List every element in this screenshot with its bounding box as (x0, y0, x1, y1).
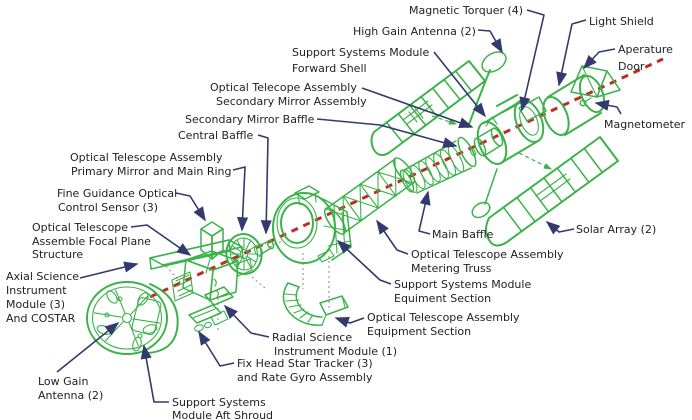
label-main-baffle: Main Baffle (432, 228, 494, 241)
label-solar-array: Solar Array (2) (576, 223, 656, 236)
label-fix-head-star-tracker-line1: and Rate Gyro Assembly (237, 371, 373, 384)
leader-main-baffle (418, 190, 431, 235)
star-tracker-rate-gyro (188, 304, 229, 332)
labels: Magnetic Torquer (4) High Gain Antenna (… (6, 4, 686, 420)
leader-light-shield (556, 19, 587, 87)
attachment-arrow-lower (518, 152, 553, 170)
label-ota-focal-plane-line2: Structure (32, 248, 83, 261)
leader-low-gain-antenna (56, 321, 120, 373)
primary-mirror (225, 233, 263, 275)
label-fine-guidance-line0: Fine Guidance Optical (57, 187, 177, 200)
label-aperture-door-line1: Door (618, 60, 645, 73)
label-magnetometer: Magnetometer (604, 118, 686, 131)
label-aperture-door-line0: Aperature (618, 43, 673, 56)
solar-array-upper (370, 60, 486, 156)
low-gain-antenna-hub (121, 312, 133, 324)
label-secondary-mirror-baffle: Secondary Mirror Baffle (185, 113, 315, 126)
leader-ota-focal-plane (130, 224, 192, 256)
label-low-gain-antenna-line0: Low Gain (38, 375, 88, 388)
radial-science-instrument (204, 286, 234, 306)
label-ssm-forward-shell-line0: Support Systems Module (292, 46, 429, 59)
leader-ssm-aft-shroud (140, 344, 169, 403)
label-fix-head-star-tracker-line0: Fix Head Star Tracker (3) (237, 357, 373, 370)
leader-high-gain-antenna (477, 29, 503, 54)
label-ota-secondary-mirror-line0: Optical Telecope Assembly (210, 81, 357, 94)
light-shield (542, 74, 606, 136)
aperture-door-flap (570, 65, 621, 98)
label-ssm-equipment-section-line1: Equiment Section (394, 292, 491, 305)
label-axial-science-line1: Instrument (6, 284, 67, 297)
label-ota-primary-mirror-line1: Primary Mirror and Main Ring (71, 165, 232, 178)
label-central-baffle: Central Baffle (178, 129, 253, 142)
secondary-mirror-assembly (469, 116, 504, 157)
leader-ssm-equipment-section (336, 239, 392, 285)
leader-solar-array (545, 220, 575, 235)
leader-ssm-forward-shell (433, 51, 486, 118)
label-fine-guidance-line1: Control Sensor (3) (58, 201, 158, 214)
leader-secondary-mirror-baffle (316, 118, 458, 148)
label-ota-metering-truss-line1: Metering Truss (411, 262, 492, 275)
leader-fine-guidance (175, 192, 206, 222)
leader-central-baffle (257, 134, 272, 235)
label-light-shield: Light Shield (589, 15, 654, 28)
label-axial-science-line0: Axial Science (6, 270, 79, 283)
label-ssm-aft-shroud-line1: Module Aft Shroud (172, 409, 273, 420)
label-magnetic-torquer: Magnetic Torquer (4) (409, 4, 523, 17)
label-low-gain-antenna-line1: Antenna (2) (38, 389, 103, 402)
label-ssm-equipment-section-line0: Support Systems Module (394, 278, 531, 291)
label-axial-science-line3: And COSTAR (6, 312, 76, 325)
label-ota-focal-plane-line1: Assemble Focal Plane (32, 235, 151, 248)
leader-fix-head-star-tracker (198, 330, 235, 367)
leader-ota-primary-mirror (232, 166, 249, 232)
aft-shroud-access-door (131, 297, 162, 336)
label-ssm-forward-shell-line1: Forward Shell (292, 62, 367, 75)
label-high-gain-antenna: High Gain Antenna (2) (353, 25, 476, 38)
label-ssm-aft-shroud-line0: Support Systems (172, 396, 266, 409)
high-gain-antenna-lower (471, 168, 498, 219)
label-radial-science-line0: Radial Science (272, 331, 352, 344)
leader-radial-science (223, 304, 270, 338)
leader-ota-equipment-section (334, 317, 365, 328)
label-leaders (56, 9, 622, 403)
label-axial-science-line2: Module (3) (6, 298, 65, 311)
spacecraft-artwork (86, 51, 621, 355)
aft-shroud-spokes (93, 289, 161, 347)
fine-guidance-sensor (200, 221, 224, 274)
attachment-arrow-upper (431, 115, 458, 125)
magnetometer-sensor (579, 97, 592, 107)
main-ring-equipment-section (272, 185, 352, 264)
label-ota-focal-plane-line0: Optical Telescope (32, 221, 128, 234)
leader-axial-science (79, 261, 139, 279)
aft-shroud (86, 281, 179, 355)
label-radial-science-line1: Instrument Module (1) (274, 345, 397, 358)
central-baffle-shaft (254, 239, 275, 257)
label-ota-metering-truss-line0: Optical Telescope Assembly (411, 248, 564, 261)
leader-ota-metering-truss (376, 219, 409, 255)
optical-axis-dashed-line (149, 57, 664, 299)
leader-magnetometer (594, 99, 622, 115)
leader-ota-secondary-mirror (361, 87, 474, 129)
leader-aperture-door (582, 48, 616, 70)
label-ota-equipment-section-line0: Optical Telescope Assembly (367, 311, 520, 324)
high-gain-antenna-upper (467, 51, 507, 128)
label-ota-primary-mirror-line0: Optical Telescope Assembly (70, 151, 223, 164)
label-ota-secondary-mirror-line1: Secondary Mirror Assembly (216, 95, 367, 108)
leader-magnetic-torquer (519, 9, 545, 112)
ota-equipment-section-arc (282, 282, 349, 326)
label-ota-equipment-section-line1: Equipment Section (367, 325, 471, 338)
solar-array-lower (485, 136, 619, 247)
metering-truss (323, 157, 416, 235)
